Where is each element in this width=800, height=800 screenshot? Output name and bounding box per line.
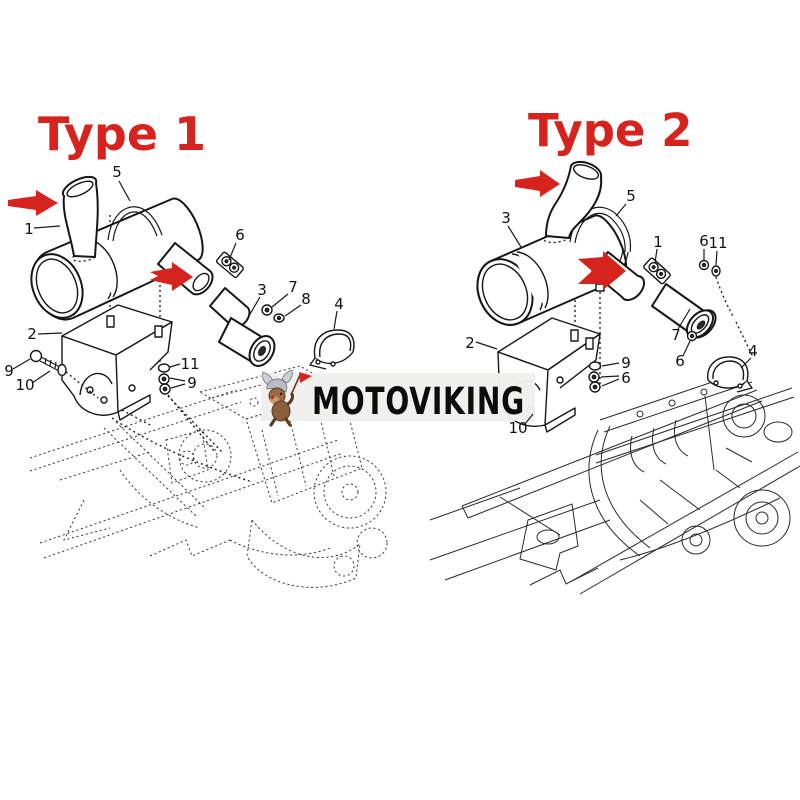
type1-callout-4: 4 [334,295,344,313]
type1-callout-3: 3 [257,281,267,299]
type2-callout-6c: 6 [621,369,631,387]
type1-inlet-arrow-icon [8,190,58,216]
type2-callout-11: 11 [708,234,727,252]
type2-engine-drawing [429,369,800,595]
type2-leader-lines [475,203,752,425]
type1-callout-2: 2 [27,325,37,343]
watermark-band: MOTOVIKING [261,369,535,427]
type2-callout-5: 5 [626,187,636,205]
brand-wordmark: MOTOVIKING [312,380,525,423]
type1-callout-10: 10 [15,376,34,394]
type2-callout-10: 10 [508,419,527,437]
type1-callout-8: 8 [301,290,311,308]
type1-outlet-arrow-icon [150,262,193,291]
type2-callout-6b: 6 [675,352,685,370]
type1-callout-9b: 9 [187,374,197,392]
type1-leader-lines [12,180,338,389]
type1-callout-7: 7 [288,278,298,296]
watermark-band-bg [261,373,535,421]
type2-callouts: 3 5 1 6 11 7 6 4 2 9 6 10 [465,187,758,437]
type1-title: Type 1 [38,107,206,161]
type2-callout-7: 7 [671,326,681,344]
type1-callouts: 1 5 6 2 9 10 11 9 3 7 8 4 [4,163,344,394]
type1-callout-9a: 9 [4,362,14,380]
type1-callout-11: 11 [180,355,199,373]
type2-callout-3: 3 [501,209,511,227]
type2-callout-9: 9 [621,354,631,372]
type2-inlet-arrow-icon [515,170,560,197]
type2-callout-6a: 6 [699,232,709,250]
type2-title: Type 2 [528,104,692,157]
type2-callout-2: 2 [465,334,475,352]
type1-callout-6: 6 [235,226,245,244]
type1-callout-5: 5 [112,163,122,181]
viking-dog-mascot-icon [262,369,312,427]
type1-callout-1: 1 [24,220,34,238]
type2-outlet-arrow-icon [578,251,626,290]
type2-callout-4: 4 [748,342,758,360]
type2-callout-1: 1 [653,233,663,251]
type1-muffler-assembly [29,175,355,453]
